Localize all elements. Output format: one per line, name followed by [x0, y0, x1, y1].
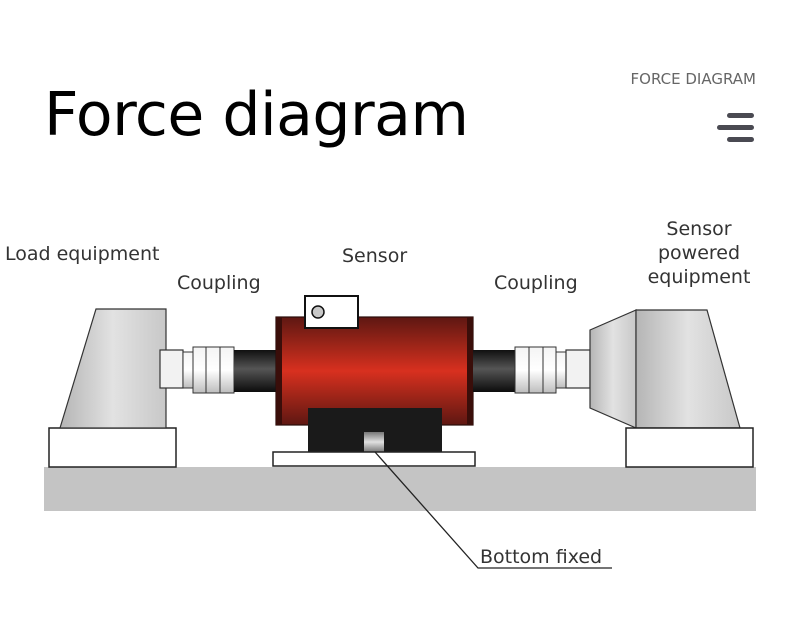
label-sensor-powered-line1: Sensor [666, 218, 732, 240]
right-machine-body [635, 309, 741, 429]
label-coupling-left: Coupling [177, 272, 261, 294]
left-shaft [234, 350, 276, 392]
page-subtitle: FORCE DIAGRAM [630, 70, 756, 88]
right-machine-cone [589, 309, 637, 429]
bottom-fixed-leader-line [374, 451, 612, 569]
right-machine-flange [565, 349, 591, 389]
page-title: Force diagram [44, 80, 469, 150]
menu-bar-top [727, 113, 754, 118]
sensor-mount-bolt [364, 432, 384, 452]
label-sensor-powered-line3: equipment [647, 266, 751, 288]
label-sensor: Sensor [342, 245, 408, 267]
sensor-body [275, 316, 474, 426]
sensor-connector [304, 295, 359, 329]
label-load-equipment: Load equipment [5, 243, 160, 265]
floor-base [44, 467, 756, 511]
left-machine-foot [48, 427, 177, 468]
label-sensor-powered-equipment: Sensor powered equipment [640, 217, 758, 289]
hamburger-menu-icon[interactable] [716, 112, 756, 148]
label-sensor-powered-line2: powered [657, 242, 741, 264]
sensor-end-cap-right [467, 317, 473, 425]
sensor-mount-plate [272, 451, 476, 467]
sensor-end-cap-left [276, 317, 282, 425]
menu-bar-bottom [727, 137, 754, 142]
right-coupling [514, 346, 567, 394]
left-machine-body [59, 308, 167, 429]
label-bottom-fixed: Bottom fixed [480, 546, 603, 568]
sensor-connector-port [311, 305, 325, 319]
left-coupling [182, 346, 235, 394]
right-shaft [473, 350, 515, 392]
left-machine-flange [159, 349, 184, 389]
label-coupling-right: Coupling [494, 272, 578, 294]
menu-bar-middle [717, 125, 754, 130]
right-machine-foot [625, 427, 754, 468]
